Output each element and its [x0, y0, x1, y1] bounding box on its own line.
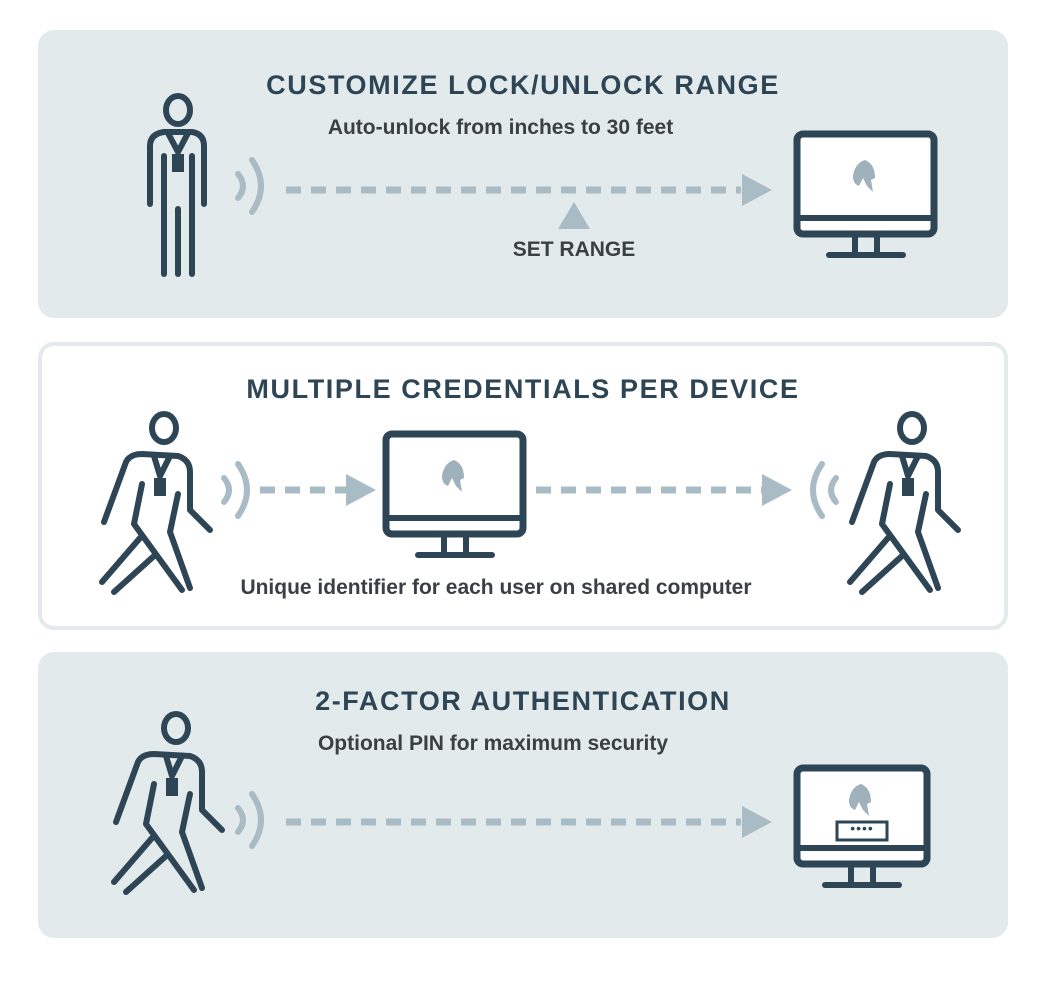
dashed-arrow-icon	[260, 472, 380, 508]
panel-lock-range: CUSTOMIZE LOCK/UNLOCK RANGE Auto-unlock …	[38, 30, 1008, 318]
panel-subtitle: Auto-unlock from inches to 30 feet	[327, 116, 674, 139]
helmet-logo-icon	[853, 160, 875, 192]
signal-waves-icon	[234, 152, 274, 222]
standing-person-icon	[144, 93, 207, 279]
dashed-arrow-icon	[286, 172, 776, 208]
helmet-logo-icon	[849, 784, 871, 816]
signal-waves-icon	[234, 786, 274, 856]
walking-person-icon	[110, 711, 225, 895]
helmet-logo-icon	[442, 460, 464, 492]
panel-subtitle: Optional PIN for maximum security	[317, 732, 669, 755]
signal-waves-icon	[220, 456, 260, 526]
monitor-icon	[382, 430, 527, 560]
dashed-arrow-icon	[286, 804, 776, 840]
panel-two-factor: 2-FACTOR AUTHENTICATION Optional PIN for…	[38, 652, 1008, 938]
walking-person-icon	[98, 411, 213, 595]
panel-title: 2-FACTOR AUTHENTICATION	[315, 686, 731, 716]
dashed-arrow-icon	[536, 472, 796, 508]
signal-waves-icon	[800, 456, 840, 526]
panel-title: MULTIPLE CREDENTIALS PER DEVICE	[246, 374, 800, 404]
set-range-label: SET RANGE	[512, 238, 636, 261]
walking-person-icon	[846, 411, 961, 595]
range-marker-triangle-icon[interactable]	[558, 202, 590, 230]
panel-title: CUSTOMIZE LOCK/UNLOCK RANGE	[266, 70, 780, 100]
monitor-icon	[793, 130, 938, 260]
monitor-pin-icon	[793, 764, 938, 894]
panel-multiple-credentials: MULTIPLE CREDENTIALS PER DEVICE	[38, 342, 1008, 630]
pin-field: ••••	[850, 820, 874, 836]
panel-subtitle: Unique identifier for each user on share…	[240, 576, 752, 599]
